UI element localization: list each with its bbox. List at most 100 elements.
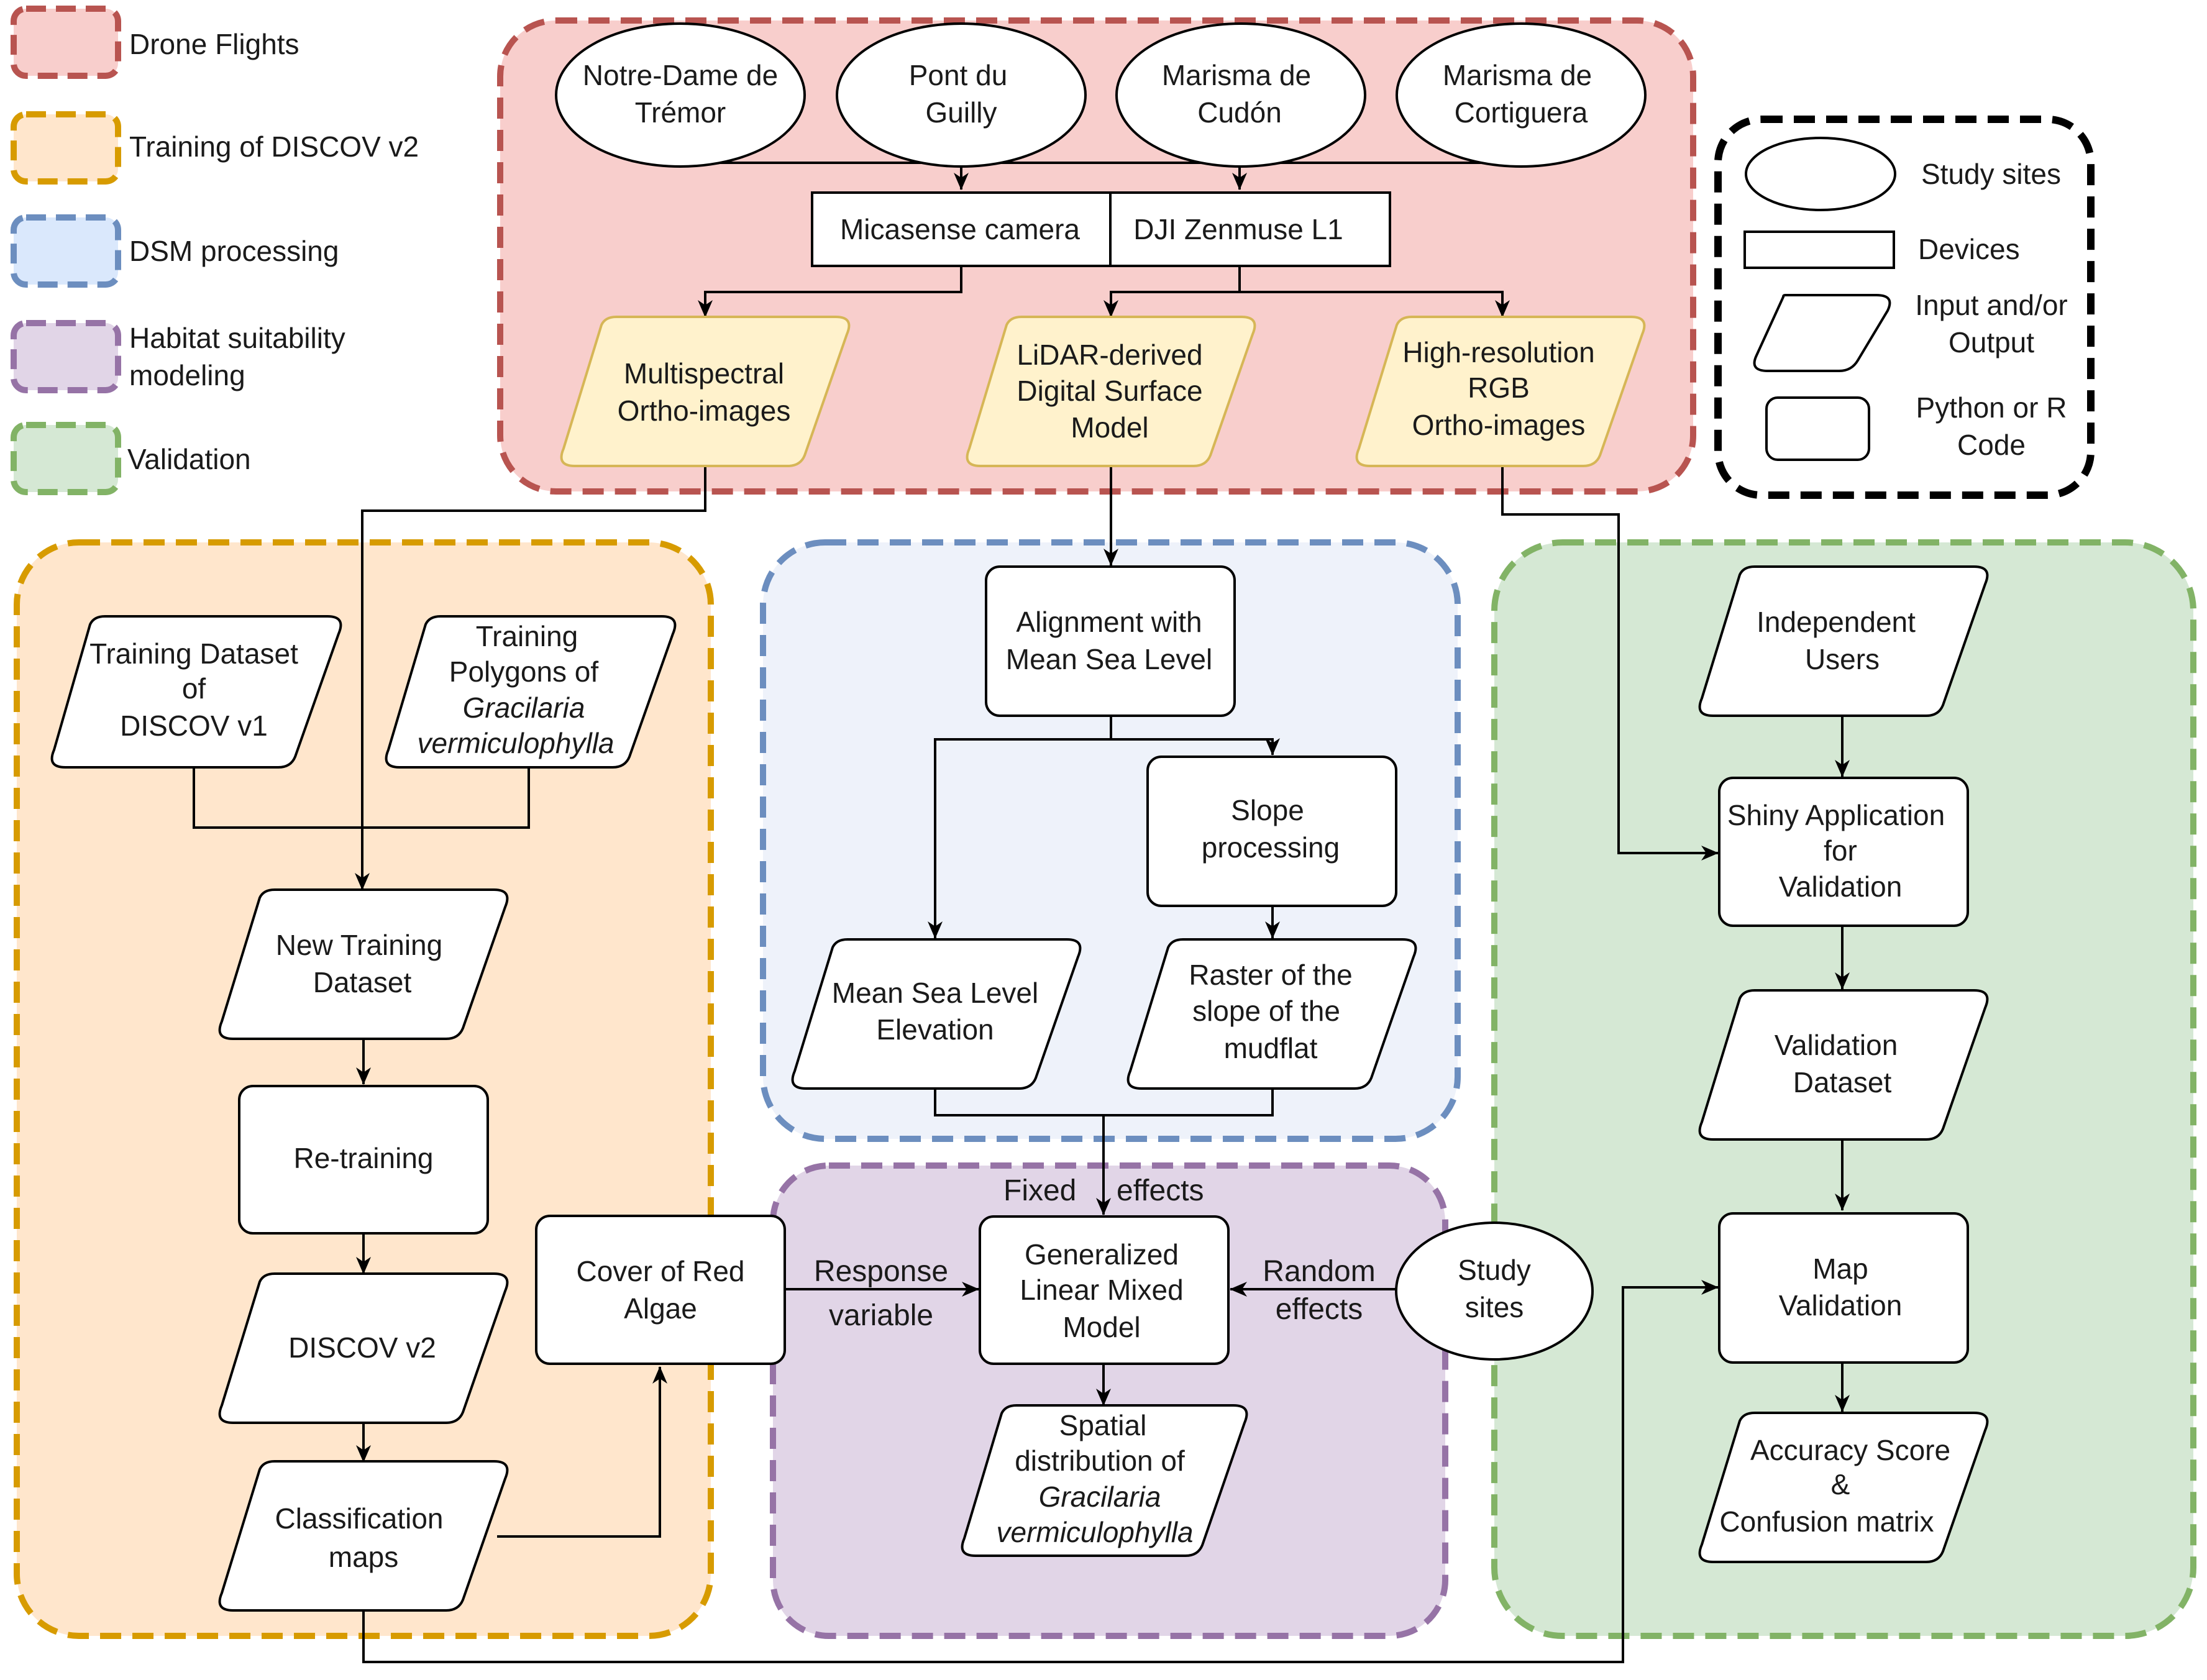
node-site-cudon: Marisma de Cudón — [1115, 22, 1366, 168]
node-slope-raster: Raster of the slope of the mudflat — [1126, 938, 1417, 1090]
svg-text:Ortho-images: Ortho-images — [1412, 409, 1586, 441]
edge-classification-to-cover — [497, 1366, 667, 1538]
node-rgb-orthoimages: High-resolution RGB Ortho-images — [1355, 316, 1646, 467]
svg-text:Confusion matrix: Confusion matrix — [1719, 1505, 1934, 1538]
svg-text:Model: Model — [1062, 1311, 1140, 1343]
edge-classification-to-map-validation — [362, 1280, 1719, 1663]
node-independent-users: Independent Users — [1698, 565, 1989, 717]
key-label-study-sites: Study sites — [1921, 158, 2061, 190]
edge-multispectral-to-new-training — [355, 466, 706, 890]
node-alignment-msl[interactable]: Alignment with Mean Sea Level — [985, 565, 1236, 717]
svg-text:Training: Training — [476, 620, 578, 652]
svg-text:Mean Sea Level: Mean Sea Level — [1006, 643, 1212, 675]
edge-micasense-to-multispectral — [698, 267, 962, 317]
legend-label-drone-flights: Drone Flights — [129, 28, 299, 60]
svg-text:High-resolution: High-resolution — [1402, 336, 1594, 368]
node-retraining[interactable]: Re-training — [238, 1085, 489, 1235]
svg-text:sites: sites — [1465, 1291, 1524, 1323]
key-label-io-2: Output — [1949, 326, 2034, 358]
svg-text:Trémor: Trémor — [635, 96, 726, 129]
legend-swatch-drone-flights — [11, 6, 121, 79]
svg-text:Generalized: Generalized — [1025, 1238, 1179, 1271]
svg-text:vermiculophylla: vermiculophylla — [996, 1516, 1193, 1548]
svg-text:Dataset: Dataset — [1793, 1066, 1892, 1098]
svg-text:Cortiguera: Cortiguera — [1455, 96, 1588, 129]
legend-swatch-dsm — [11, 214, 121, 288]
svg-text:of: of — [182, 672, 206, 705]
svg-text:Alignment with: Alignment with — [1016, 606, 1202, 638]
shape-key: Study sites Devices Input and/or Output … — [1714, 116, 2095, 499]
key-label-code-2: Code — [1957, 429, 2026, 461]
legend-swatch-training — [11, 111, 121, 185]
node-classification-maps: Classification maps — [218, 1460, 509, 1612]
svg-text:Micasense camera: Micasense camera — [840, 213, 1080, 245]
svg-text:maps: maps — [329, 1541, 398, 1573]
svg-text:Classification: Classification — [275, 1502, 444, 1535]
node-cover-red-algae[interactable]: Cover of Red Algae — [535, 1215, 786, 1365]
edge-zenmuse-to-lidar — [1104, 267, 1241, 317]
svg-text:Elevation: Elevation — [876, 1013, 994, 1046]
svg-text:Map: Map — [1812, 1253, 1868, 1285]
svg-text:Shiny Application: Shiny Application — [1727, 799, 1945, 831]
svg-text:DISCOV v2: DISCOV v2 — [288, 1331, 436, 1364]
edge-label-fixed: Fixed — [1003, 1174, 1076, 1207]
svg-text:New Training: New Training — [276, 929, 442, 961]
node-training-polygons: Training Polygons of Gracilaria vermicul… — [385, 615, 677, 769]
node-micasense-camera: Micasense camera — [811, 191, 1112, 267]
node-dji-zenmuse: DJI Zenmuse L1 — [1109, 191, 1391, 267]
node-site-cortiguera: Marisma de Cortiguera — [1396, 22, 1647, 168]
node-map-validation[interactable]: Map Validation — [1718, 1212, 1969, 1364]
svg-text:Pont du: Pont du — [909, 59, 1008, 91]
svg-text:Gracilaria: Gracilaria — [1039, 1481, 1161, 1513]
key-ellipse-shape — [1745, 137, 1896, 211]
legend-swatch-habitat — [11, 320, 121, 393]
node-multispectral-orthoimages: Multispectral Ortho-images — [560, 316, 851, 467]
svg-text:Validation: Validation — [1779, 870, 1903, 903]
node-discov-v2: DISCOV v2 — [218, 1272, 509, 1424]
svg-text:Algae: Algae — [624, 1292, 697, 1325]
svg-text:Accuracy Score: Accuracy Score — [1750, 1434, 1950, 1466]
svg-text:RGB: RGB — [1468, 372, 1530, 404]
node-spatial-distribution: Spatial distribution of Gracilaria vermi… — [961, 1404, 1248, 1557]
legend-label-habitat: Habitat suitability — [129, 322, 345, 354]
svg-text:Notre-Dame de: Notre-Dame de — [583, 59, 778, 91]
node-site-guilly: Pont du Guilly — [836, 22, 1087, 168]
svg-text:Linear Mixed: Linear Mixed — [1020, 1274, 1183, 1306]
svg-text:&: & — [1831, 1468, 1850, 1500]
svg-text:distribution of: distribution of — [1015, 1445, 1185, 1477]
key-label-devices: Devices — [1918, 233, 2020, 265]
svg-text:Cover of Red: Cover of Red — [576, 1255, 744, 1287]
svg-text:Gracilaria: Gracilaria — [463, 692, 585, 724]
edge-label-fixed-effects: effects — [1117, 1174, 1204, 1207]
svg-text:mudflat: mudflat — [1224, 1032, 1318, 1064]
node-study-sites: Study sites — [1395, 1221, 1594, 1361]
node-slope-processing[interactable]: Slope processing — [1146, 756, 1397, 907]
node-shiny-app[interactable]: Shiny Application for Validation — [1718, 777, 1969, 927]
legend-label-habitat-2: modeling — [129, 359, 245, 391]
svg-text:slope of the: slope of the — [1192, 995, 1340, 1027]
edge-training-inputs-merge — [193, 767, 530, 829]
svg-text:Marisma de: Marisma de — [1162, 59, 1311, 91]
node-accuracy-score: Accuracy Score & Confusion matrix — [1698, 1412, 1989, 1563]
svg-text:Dataset: Dataset — [313, 966, 412, 998]
svg-text:Validation: Validation — [1779, 1289, 1903, 1322]
node-glmm[interactable]: Generalized Linear Mixed Model — [979, 1215, 1230, 1365]
edge-label-response: Response — [814, 1255, 948, 1288]
svg-text:LiDAR-derived: LiDAR-derived — [1017, 339, 1202, 371]
key-parallelogram-shape — [1753, 294, 1891, 372]
svg-text:DISCOV v1: DISCOV v1 — [120, 710, 268, 742]
edge-label-random-effects: effects — [1276, 1293, 1363, 1326]
svg-text:Model: Model — [1071, 411, 1148, 444]
svg-text:Validation: Validation — [1775, 1029, 1898, 1061]
svg-text:Mean Sea Level: Mean Sea Level — [832, 977, 1038, 1009]
legend-label-dsm: DSM processing — [129, 235, 339, 267]
node-lidar-dsm: LiDAR-derived Digital Surface Model — [966, 316, 1256, 467]
svg-text:Study: Study — [1458, 1254, 1531, 1286]
svg-text:Independent: Independent — [1757, 606, 1916, 638]
svg-text:Ortho-images: Ortho-images — [618, 395, 791, 427]
svg-text:for: for — [1824, 834, 1857, 867]
edges — [193, 148, 1850, 1663]
edge-alignment-split — [928, 716, 1112, 939]
edge-label-variable: variable — [829, 1299, 933, 1332]
